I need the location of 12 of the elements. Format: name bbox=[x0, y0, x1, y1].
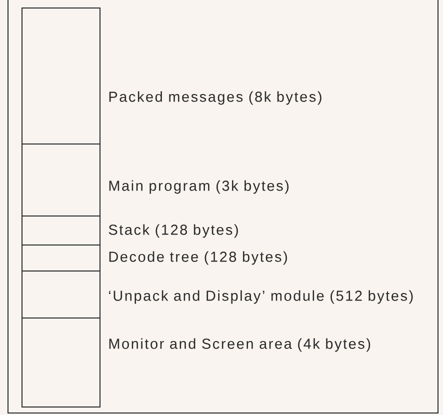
block-label: Stack (128 bytes) bbox=[108, 224, 238, 238]
block-label: Packed messages (8k bytes) bbox=[109, 91, 322, 105]
block-label: ‘Unpack and Display’ module (512 bytes) bbox=[109, 290, 413, 304]
memory-block bbox=[22, 8, 100, 144]
memory-block bbox=[22, 244, 100, 272]
memory-block bbox=[22, 270, 100, 318]
memory-block bbox=[22, 318, 100, 408]
memory-block bbox=[22, 144, 100, 216]
block-label: Decode tree (128 bytes) bbox=[109, 251, 287, 265]
block-label: Main program (3k bytes) bbox=[109, 180, 289, 194]
memory-block bbox=[22, 216, 100, 246]
block-label: Monitor and Screen area (4k bytes) bbox=[109, 338, 370, 352]
